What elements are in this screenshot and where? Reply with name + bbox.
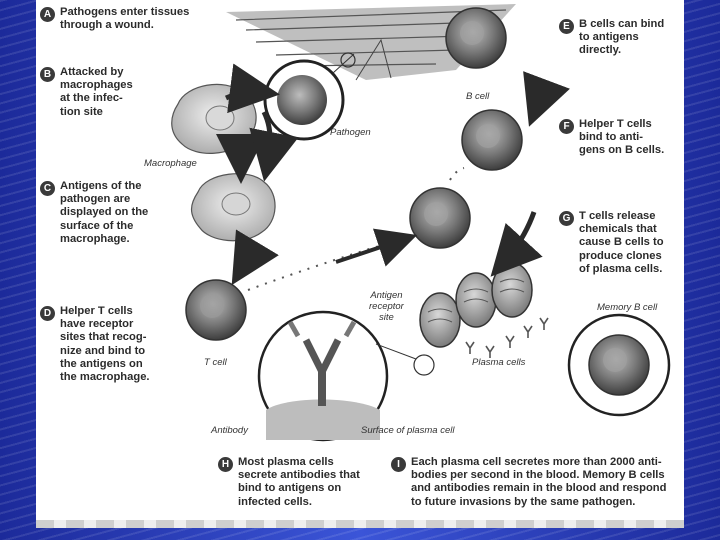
- label-memory-b-cell: Memory B cell: [597, 302, 658, 313]
- diagram-slide: A Pathogens enter tissues through a woun…: [36, 0, 684, 528]
- step-d-badge: D: [40, 306, 55, 321]
- macrophage-with-antigens: [190, 173, 276, 242]
- step-c: C Antigens of the pathogen are displayed…: [40, 180, 148, 246]
- label-b-cell: B cell: [466, 91, 490, 102]
- t-cell: [185, 279, 247, 341]
- step-f-badge: F: [559, 119, 574, 134]
- step-i-badge: I: [391, 457, 406, 472]
- step-i-text: Each plasma cell secretes more than 2000…: [411, 456, 667, 508]
- pathogen-zoom: [263, 52, 356, 141]
- step-e-badge: E: [559, 19, 574, 34]
- step-d: D Helper T cells have receptor sites tha…: [40, 305, 150, 384]
- step-h-badge: H: [218, 457, 233, 472]
- tcell-to-bcell-arrow: [335, 228, 418, 267]
- label-surface-of-plasma-cell: Surface of plasma cell: [361, 425, 455, 436]
- step-e-text: B cells can bind to antigens directly.: [579, 18, 665, 57]
- step-a-text: Pathogens enter tissues through a wound.: [60, 6, 190, 32]
- label-macrophage: Macrophage: [144, 158, 197, 169]
- step-h: H Most plasma cells secrete antibodies t…: [218, 456, 360, 509]
- step-c-text: Antigens of the pathogen are displayed o…: [60, 180, 149, 245]
- label-plasma-cells: Plasma cells: [472, 357, 526, 368]
- step-h-text: Most plasma cells secrete antibodies tha…: [238, 456, 360, 508]
- free-antibodies: [465, 317, 549, 358]
- step-i: I Each plasma cell secretes more than 20…: [391, 456, 666, 509]
- flow-arrows: [215, 63, 570, 286]
- b-cell-with-helper: [461, 109, 523, 171]
- step-g-text: T cells release chemicals that cause B c…: [579, 210, 664, 275]
- step-g-badge: G: [559, 211, 574, 226]
- step-b-text: Attacked by macrophages at the infec- ti…: [60, 66, 133, 118]
- label-pathogen: Pathogen: [330, 127, 371, 138]
- scan-artifact-strip: [36, 520, 684, 528]
- label-t-cell: T cell: [204, 357, 227, 368]
- step-a-badge: A: [40, 7, 55, 22]
- b-cell-top: [445, 7, 507, 69]
- label-antigen-receptor-site: Antigen receptor site: [369, 290, 404, 323]
- plasma-cell-cluster: [419, 262, 533, 348]
- step-b: B Attacked by macrophages at the infec- …: [40, 66, 133, 119]
- step-d-text: Helper T cells have receptor sites that …: [60, 305, 150, 384]
- immune-response-diagram: [171, 4, 671, 442]
- memory-b-cell-zoom: [567, 313, 671, 417]
- dotted-path: [247, 167, 465, 291]
- step-b-badge: B: [40, 67, 55, 82]
- wound-streaks: [226, 4, 516, 81]
- label-antibody: Antibody: [211, 425, 248, 436]
- step-f: F Helper T cells bind to anti- gens on B…: [559, 118, 664, 158]
- antibody-zoom: [257, 310, 435, 442]
- step-f-text: Helper T cells bind to anti- gens on B c…: [579, 118, 665, 157]
- step-g: G T cells release chemicals that cause B…: [559, 210, 664, 276]
- activated-b-cell: [409, 187, 471, 249]
- step-a: A Pathogens enter tissues through a woun…: [40, 6, 189, 32]
- step-e: E B cells can bind to antigens directly.: [559, 18, 664, 58]
- step-c-badge: C: [40, 181, 55, 196]
